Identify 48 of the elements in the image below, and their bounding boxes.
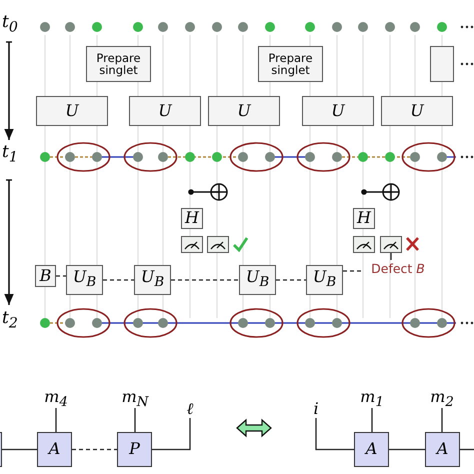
index-label: m$_{4}$ [42, 392, 70, 408]
connector-line [134, 408, 136, 432]
gate-box: U$_{B}$ [239, 265, 276, 295]
gate-box [430, 46, 454, 82]
connector-line [2, 448, 37, 450]
connector-line [103, 279, 134, 281]
annotation-text: Defect B [364, 260, 432, 277]
connector-line [56, 275, 66, 277]
connector-line [389, 448, 425, 450]
index-label: m$_{2}$ [428, 392, 456, 408]
measurement-box [353, 236, 375, 253]
index-label: m$_{N}$ [119, 392, 151, 408]
index-label: m$_{1}$ [358, 392, 386, 408]
tensor-box: P [117, 432, 152, 467]
connector-line [441, 408, 443, 432]
connector-line [55, 408, 57, 432]
connector-line [343, 270, 364, 272]
gate-box: U [381, 96, 453, 126]
connector-line [152, 418, 191, 450]
tensor-box: A [37, 432, 72, 467]
connector-line [72, 448, 117, 450]
gate-box: U$_{B}$ [306, 265, 343, 295]
index-label: ℓ [182, 400, 198, 418]
gate-box: U [36, 96, 108, 126]
tensor-box: A [354, 432, 389, 467]
connector-line [315, 418, 354, 450]
connector-line [460, 448, 474, 450]
measurement-box [181, 236, 203, 253]
index-label: i [310, 400, 322, 418]
gate-box: U [129, 96, 201, 126]
gate-box: U [302, 96, 374, 126]
gate-box: U$_{B}$ [66, 265, 103, 295]
measurement-box [380, 236, 402, 253]
gate-box: Prepare singlet [86, 46, 151, 82]
gate-box: Prepare singlet [258, 46, 323, 82]
tensor-box: A [425, 432, 460, 467]
gate-box: H [181, 208, 203, 229]
time-label: t$_{1}$ [2, 144, 18, 165]
time-label: t$_{2}$ [2, 310, 18, 331]
gate-box: U$_{B}$ [134, 265, 171, 295]
measurement-box [207, 236, 229, 253]
gate-box: H [353, 208, 375, 229]
gate-box: B [35, 265, 56, 287]
connector-line [171, 279, 239, 281]
connector-line [276, 279, 306, 281]
time-label: t$_{0}$ [2, 14, 18, 35]
connector-line [371, 408, 373, 432]
gate-box: U [208, 96, 280, 126]
